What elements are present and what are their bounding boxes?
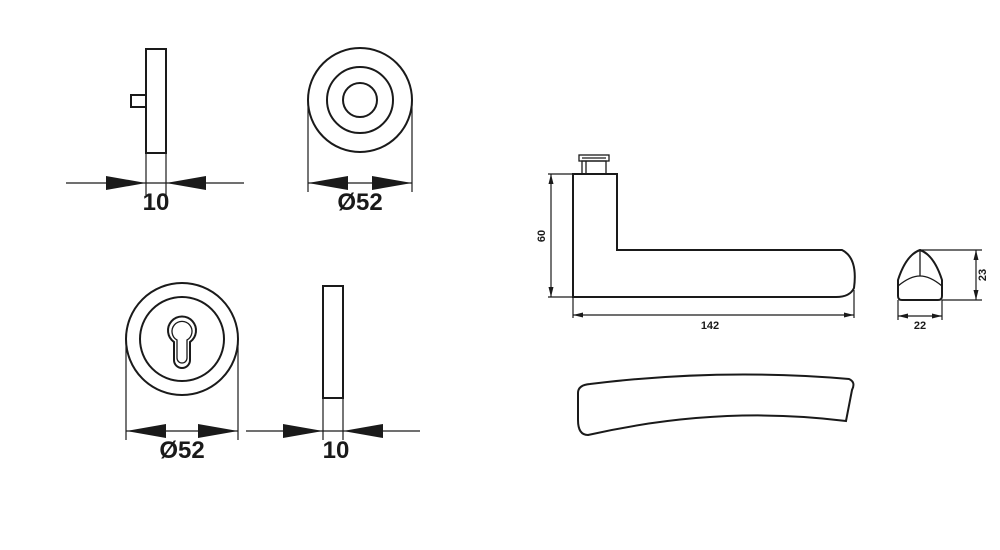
height-arrow-top — [548, 174, 554, 184]
grip-width-arrow-right — [932, 313, 942, 319]
grip-width-arrow-left — [898, 313, 908, 319]
grip-cross-section: 23 22 — [897, 248, 989, 332]
rose-side-arrow-left — [106, 176, 146, 190]
rose-inner-circle — [342, 82, 378, 118]
handle-height-label: 60 — [536, 230, 548, 242]
height-arrow-bottom — [548, 287, 554, 297]
escutcheon-side-arrow-right — [343, 424, 383, 438]
escutcheon-arrow-right — [198, 424, 238, 438]
grip-height-arrow-bottom — [973, 290, 979, 300]
grip-profile — [897, 248, 943, 301]
keyhole-inner — [171, 320, 193, 364]
rose-outer-circle — [307, 47, 413, 153]
grip-width-label: 22 — [914, 320, 926, 332]
handle-length-label: 142 — [701, 320, 719, 332]
rose-side-body — [145, 48, 167, 154]
rose-side-arrow-right — [166, 176, 206, 190]
grip-height-label: 23 — [977, 269, 989, 281]
rose-front-arrow-left — [308, 176, 348, 190]
escutcheon-front-view: Ø52 — [125, 282, 239, 464]
rose-diameter-label: Ø52 — [337, 189, 382, 216]
rose-front-view: Ø52 — [307, 47, 413, 216]
lever-top-outline — [577, 373, 855, 437]
length-arrow-left — [573, 312, 583, 318]
escutcheon-side-arrow-left — [283, 424, 323, 438]
keyhole-outer — [167, 315, 197, 369]
lever-top-view — [577, 373, 855, 437]
escutcheon-diameter-label: Ø52 — [159, 437, 204, 464]
grip-top-curve — [897, 275, 943, 287]
lever-body — [572, 173, 856, 298]
grip-height-arrow-top — [973, 250, 979, 260]
escutcheon-side-body — [322, 285, 344, 399]
length-arrow-right — [844, 312, 854, 318]
rose-thickness-label: 10 — [143, 189, 170, 216]
escutcheon-inner-circle — [139, 296, 225, 382]
rose-front-arrow-right — [372, 176, 412, 190]
rose-side-view: 10 — [66, 48, 244, 216]
escutcheon-arrow-left — [126, 424, 166, 438]
rose-middle-circle — [326, 66, 394, 134]
lever-handle-side-view: 60 142 — [536, 154, 856, 332]
escutcheon-outer-circle — [125, 282, 239, 396]
escutcheon-thickness-label: 10 — [323, 437, 350, 464]
escutcheon-side-view: 10 — [246, 285, 420, 464]
rose-side-spindle — [130, 94, 147, 108]
